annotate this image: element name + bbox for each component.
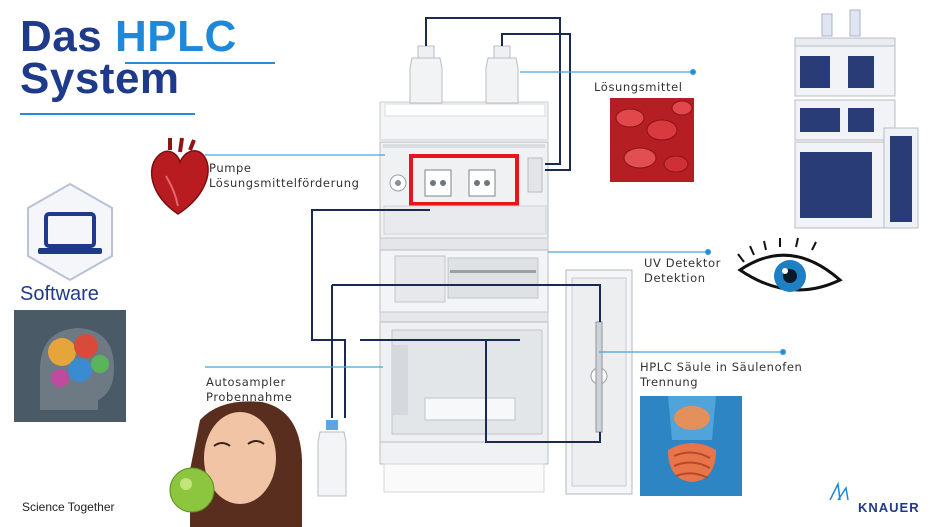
bottle-right: [485, 45, 519, 104]
label-column: HPLC Säule in Säulenofen: [640, 360, 803, 374]
pump-heads: [424, 169, 496, 197]
title-underline-2: [20, 113, 195, 115]
title-das: Das: [20, 12, 103, 61]
hplc-instrument: [317, 45, 633, 497]
pump-highlight-box: [409, 154, 519, 206]
label-autosampler: Autosampler: [206, 375, 286, 389]
label-column-sub: Trennung: [640, 375, 699, 389]
label-software: Software: [20, 283, 99, 305]
blood-cells-icon: [610, 98, 694, 182]
intestines-icon: [640, 396, 742, 496]
bottle-left: [409, 45, 443, 104]
label-column-group: HPLC Säule in Säulenofen Trennung: [640, 360, 802, 390]
girl-eating-apple-icon: [169, 401, 302, 527]
label-uv-sub: Detektion: [644, 271, 706, 285]
hplc-column: [595, 321, 603, 433]
software-hexagon: [27, 182, 113, 282]
title-hplc: HPLC: [114, 12, 237, 61]
brain-puzzle-icon: [14, 310, 126, 422]
footer-brand: KNAUER: [858, 500, 920, 515]
laptop-icon: [38, 212, 102, 254]
flow-lines: [311, 17, 601, 443]
page-title: Das HPLC System: [20, 15, 237, 101]
heart-icon: [150, 137, 209, 215]
label-pump-sub: Lösungsmittelförderung: [209, 176, 360, 190]
label-uv-detector: UV Detektor: [644, 256, 721, 270]
label-uv-group: UV Detektor Detektion: [644, 256, 721, 286]
knauer-logo-mark: [829, 481, 849, 501]
label-autosampler-group: Autosampler Probennahme: [206, 375, 292, 405]
callout-lines: [205, 68, 787, 368]
label-solvent: Lösungsmittel: [594, 80, 683, 94]
base-module: [379, 441, 549, 465]
instrument-photo: [794, 9, 919, 229]
label-autosampler-sub: Probennahme: [206, 390, 293, 404]
label-pump-group: Pumpe Lösungsmittelförderung: [209, 161, 360, 191]
title-underline-1: [125, 62, 275, 64]
sample-vial: [317, 420, 347, 497]
footer-tagline: Science Together: [22, 500, 115, 514]
eye-icon: [737, 237, 843, 292]
label-pump: Pumpe: [209, 161, 252, 175]
